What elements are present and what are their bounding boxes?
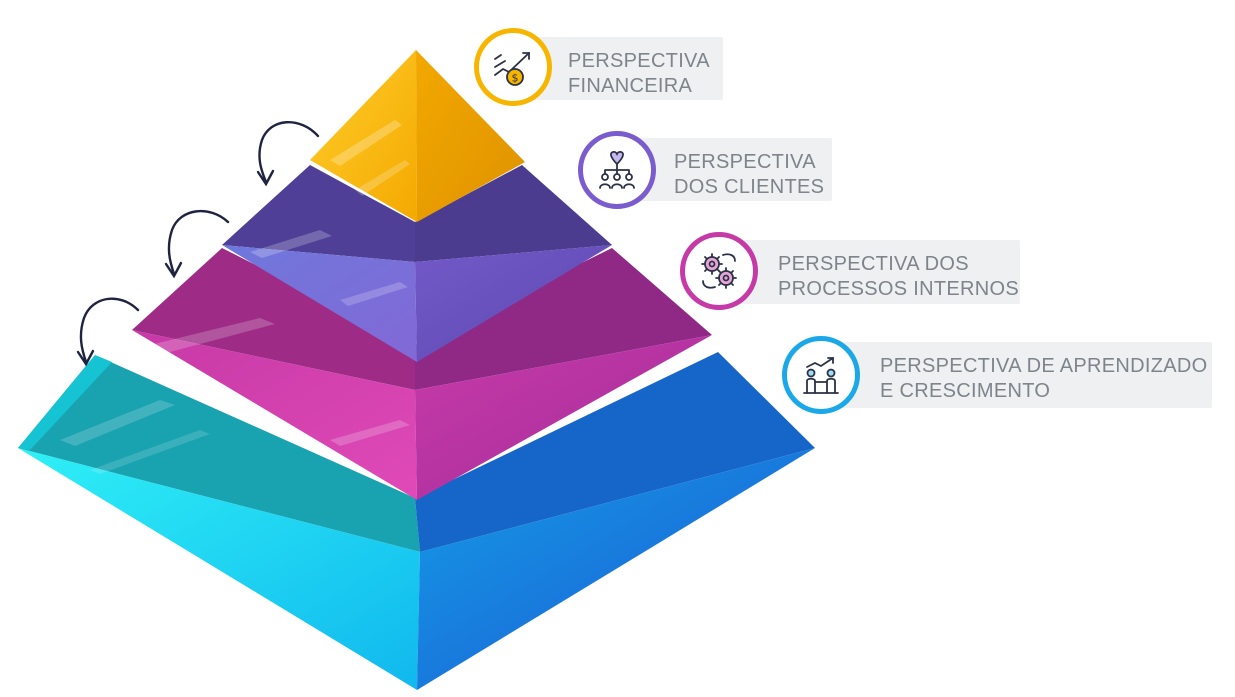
- badge-aprendizado: [782, 336, 860, 414]
- layer-aprendizado-left-face: [18, 448, 420, 690]
- layer-processos-top-band: [132, 248, 415, 390]
- label-financeira-line-2: FINANCEIRA: [568, 75, 693, 97]
- label-financeira-line-1: PERSPECTIVA: [568, 50, 710, 72]
- layer-clientes-left-face: [222, 245, 417, 362]
- layer-processos-shine-2: [330, 420, 410, 446]
- curved-arrow-icon: [79, 297, 140, 364]
- pyramid-layer-aprendizado: [18, 352, 815, 690]
- label-aprendizado-line-1: PERSPECTIVA DE APRENDIZADO: [880, 355, 1208, 377]
- curved-arrows: [76, 120, 320, 367]
- layer-financeira-left-face: [310, 50, 417, 222]
- layer-aprendizado-right-face: [417, 448, 815, 690]
- layer-aprendizado-left-face-fill: [18, 355, 112, 450]
- label-processos-line-1: PERSPECTIVA DOS: [778, 253, 969, 275]
- curved-arrow-head-icon: [76, 349, 95, 367]
- badge-processos: [680, 232, 758, 310]
- team-growth-icon: [803, 357, 839, 394]
- badge-clientes: [578, 131, 656, 209]
- layer-processos-shine: [150, 318, 275, 352]
- pyramid-layer-clientes: [222, 165, 612, 362]
- layer-aprendizado-right-band: [415, 352, 815, 552]
- label-processos: PERSPECTIVA DOS PROCESSOS INTERNOS: [710, 240, 1020, 304]
- layer-clientes-right-face: [415, 245, 612, 362]
- pyramid-layer-processos: [132, 248, 712, 500]
- layer-aprendizado-top-band: [18, 355, 420, 552]
- gears-process-icon: [701, 253, 737, 289]
- layer-financeira-right-face: [416, 50, 525, 222]
- label-aprendizado: PERSPECTIVA DE APRENDIZADO E CRESCIMENTO: [812, 342, 1212, 408]
- label-aprendizado-line-2: E CRESCIMENTO: [880, 380, 1051, 402]
- layer-clientes-top-band: [222, 165, 415, 262]
- layer-aprendizado-shine: [60, 400, 175, 446]
- layer-clientes-shine-2: [340, 282, 408, 306]
- money-growth-icon: $: [494, 52, 530, 86]
- pyramid-layer-financeira: [310, 50, 525, 222]
- label-clientes-line-2: DOS CLIENTES: [674, 176, 825, 198]
- curved-arrow-head-icon: [256, 169, 275, 187]
- svg-text:$: $: [512, 72, 519, 85]
- layer-clientes-shine: [250, 230, 332, 258]
- customers-network-icon: [599, 151, 635, 189]
- layer-aprendizado-shine-2: [90, 430, 210, 474]
- curved-arrow-icon: [258, 120, 320, 184]
- label-clientes-line-1: PERSPECTIVA: [674, 151, 816, 173]
- label-processos-line-2: PROCESSOS INTERNOS: [778, 278, 1019, 300]
- layer-processos-right-face: [415, 335, 712, 500]
- badge-financeira: $: [474, 28, 552, 106]
- layer-financeira-shine-2: [355, 160, 410, 196]
- layer-financeira-shine: [330, 120, 402, 166]
- layer-clientes-right-band: [415, 165, 612, 262]
- layer-processos-left-face: [132, 330, 417, 500]
- curved-arrow-head-icon: [164, 261, 183, 279]
- layer-processos-right-band: [415, 248, 712, 390]
- curved-arrow-icon: [167, 209, 230, 276]
